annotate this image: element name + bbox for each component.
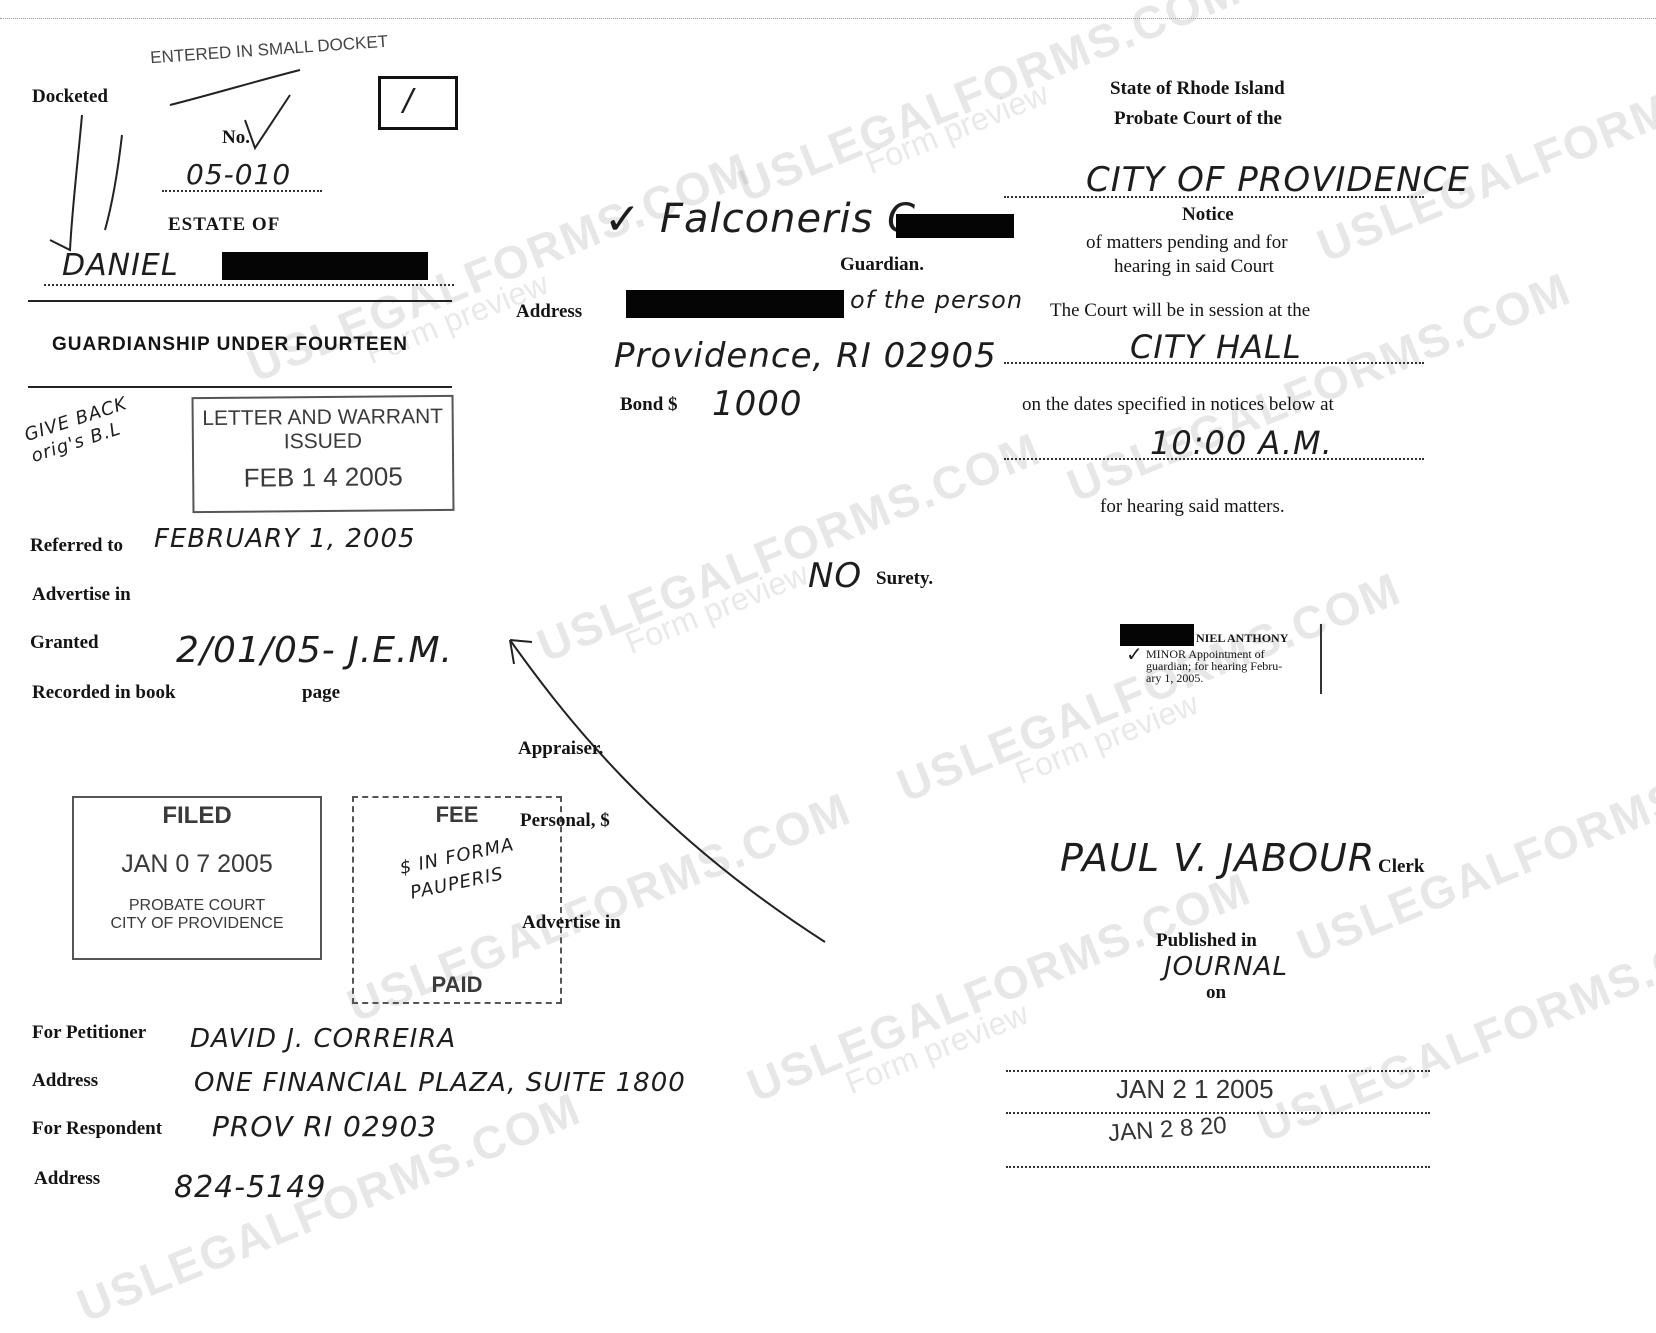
middle-advertise-label: Advertise in bbox=[522, 912, 621, 933]
middle-address-label: Address bbox=[516, 301, 583, 322]
clerk-signature: PAUL V. JABOUR bbox=[1060, 836, 1376, 880]
docket-box: / bbox=[378, 76, 458, 130]
fee-stamp: FEE $ IN FORMA PAUPERIS PAID bbox=[352, 796, 562, 1004]
letter-stamp-line1: LETTER AND WARRANT bbox=[202, 404, 444, 431]
surety-value: NO bbox=[808, 556, 863, 596]
checkmark-scribbles bbox=[49, 69, 301, 252]
watermark-text: USLEGALFORMS.COM bbox=[1309, 22, 1656, 272]
no-label: No. bbox=[222, 127, 250, 148]
section-title: GUARDIANSHIP UNDER FOURTEEN bbox=[52, 334, 409, 355]
pub-date2: JAN 2 8 20 bbox=[1107, 1111, 1228, 1148]
redaction-bar bbox=[222, 252, 428, 280]
watermark-subtext: Form preview bbox=[840, 995, 1034, 1102]
docket-number-line bbox=[162, 190, 322, 192]
margin-note: GIVE BACK orig's B.L bbox=[21, 393, 130, 467]
petitioner-label: For Petitioner bbox=[32, 1022, 147, 1043]
state-heading: State of Rhode Island bbox=[1110, 78, 1285, 99]
page-label: page bbox=[302, 682, 340, 703]
clipping-name: NIEL ANTHONY bbox=[1196, 631, 1289, 645]
place-value: CITY HALL bbox=[1130, 328, 1302, 366]
divider-line bbox=[28, 300, 452, 302]
guardian-label: Guardian. bbox=[840, 254, 924, 275]
docket-box-mark: / bbox=[403, 83, 415, 118]
estate-name-line bbox=[44, 284, 454, 286]
bond-label: Bond $ bbox=[620, 394, 678, 415]
letter-stamp-date: FEB 1 4 2005 bbox=[243, 461, 403, 493]
appraiser-label: Appraiser. bbox=[518, 738, 604, 759]
address2-label: Address bbox=[34, 1168, 101, 1189]
city-value: CITY OF PROVIDENCE bbox=[1086, 160, 1470, 200]
notice-line2: of matters pending and for bbox=[1086, 232, 1288, 253]
address-value: ONE FINANCIAL PLAZA, SUITE 1800 bbox=[194, 1068, 686, 1098]
filed-stamp-line1: PROBATE COURT bbox=[128, 897, 266, 914]
published-label: Published in bbox=[1156, 930, 1257, 951]
hearing-text: for hearing said matters. bbox=[1100, 496, 1285, 517]
notice-line3: hearing in said Court bbox=[1114, 256, 1274, 277]
time-value: 10:00 A.M. bbox=[1150, 424, 1333, 462]
filed-stamp-date: JAN 0 7 2005 bbox=[121, 850, 273, 878]
personal-label: Personal, $ bbox=[520, 810, 610, 831]
filed-stamp-title: FILED bbox=[162, 802, 232, 829]
letter-stamp-line2: ISSUED bbox=[283, 429, 363, 454]
address-note: of the person bbox=[850, 286, 1024, 314]
dates-text: on the dates specified in notices below … bbox=[1022, 394, 1334, 415]
petitioner-value: DAVID J. CORREIRA bbox=[190, 1024, 457, 1054]
surety-label: Surety. bbox=[876, 568, 934, 589]
on-label: on bbox=[1206, 982, 1227, 1003]
journal-value: JOURNAL bbox=[1164, 952, 1288, 982]
filed-stamp: FILED JAN 0 7 2005 PROBATE COURT CITY OF… bbox=[72, 796, 322, 960]
estate-name: DANIEL bbox=[62, 248, 179, 283]
clipping-check: ✓ bbox=[1126, 642, 1144, 666]
referred-value: FEBRUARY 1, 2005 bbox=[154, 524, 416, 554]
fee-stamp-paid: PAID bbox=[431, 972, 483, 997]
address-city: Providence, RI 02905 bbox=[614, 336, 997, 376]
watermark-text: USLEGALFORMS.COM bbox=[1059, 262, 1579, 512]
clipping-line3: ary 1, 2005. bbox=[1146, 671, 1204, 685]
divider-line bbox=[28, 386, 452, 388]
letter-warrant-stamp: LETTER AND WARRANT ISSUED FEB 1 4 2005 bbox=[191, 394, 455, 514]
pub-date-line bbox=[1006, 1070, 1430, 1072]
recorded-label: Recorded in book bbox=[32, 682, 176, 703]
fee-stamp-title: FEE bbox=[435, 802, 479, 827]
respondent-value: PROV RI 02903 bbox=[212, 1110, 438, 1143]
clipping-line1: MINOR Appointment of bbox=[1146, 647, 1265, 661]
bond-value: 1000 bbox=[712, 384, 803, 424]
referred-label: Referred to bbox=[30, 535, 124, 556]
notice-heading: Notice bbox=[1182, 204, 1234, 225]
session-text: The Court will be in session at the bbox=[1050, 300, 1311, 321]
filed-stamp-line2: CITY OF PROVIDENCE bbox=[110, 915, 284, 932]
place-line bbox=[1004, 362, 1424, 364]
connecting-arrow bbox=[509, 639, 826, 943]
pub-date1: JAN 2 1 2005 bbox=[1116, 1074, 1274, 1104]
advertise-label: Advertise in bbox=[32, 584, 131, 605]
estate-of-label: ESTATE OF bbox=[168, 214, 281, 235]
time-line bbox=[1004, 458, 1424, 460]
watermark-subtext: Form preview bbox=[860, 75, 1054, 182]
scan-noise bbox=[0, 18, 1656, 29]
redaction-bar bbox=[1120, 624, 1194, 646]
redaction-bar bbox=[626, 290, 844, 318]
pub-date-line bbox=[1006, 1112, 1430, 1114]
city-line bbox=[1004, 196, 1424, 198]
respondent-label: For Respondent bbox=[32, 1118, 163, 1139]
clipping-line2: guardian; for hearing Febru- bbox=[1146, 659, 1283, 673]
docket-number: 05-010 bbox=[186, 158, 292, 191]
clerk-label: Clerk bbox=[1378, 856, 1425, 877]
address2-value: 824-5149 bbox=[174, 1170, 327, 1205]
granted-label: Granted bbox=[30, 632, 99, 653]
granted-value: 2/01/05- J.E.M. bbox=[176, 630, 453, 671]
guardian-value: Falconeris C. bbox=[660, 196, 930, 242]
newspaper-clipping: NIEL ANTHONY MINOR Appointment of guardi… bbox=[1120, 624, 1322, 694]
docketed-label: Docketed bbox=[32, 86, 108, 107]
watermark-subtext: Form preview bbox=[1010, 685, 1204, 792]
guardian-check: ✓ bbox=[604, 194, 642, 245]
watermark-text: USLEGALFORMS.COM bbox=[1249, 902, 1656, 1152]
pub-date-line bbox=[1006, 1166, 1430, 1168]
address-label: Address bbox=[32, 1070, 99, 1091]
court-heading: Probate Court of the bbox=[1114, 108, 1282, 129]
redaction-bar bbox=[896, 214, 1014, 238]
